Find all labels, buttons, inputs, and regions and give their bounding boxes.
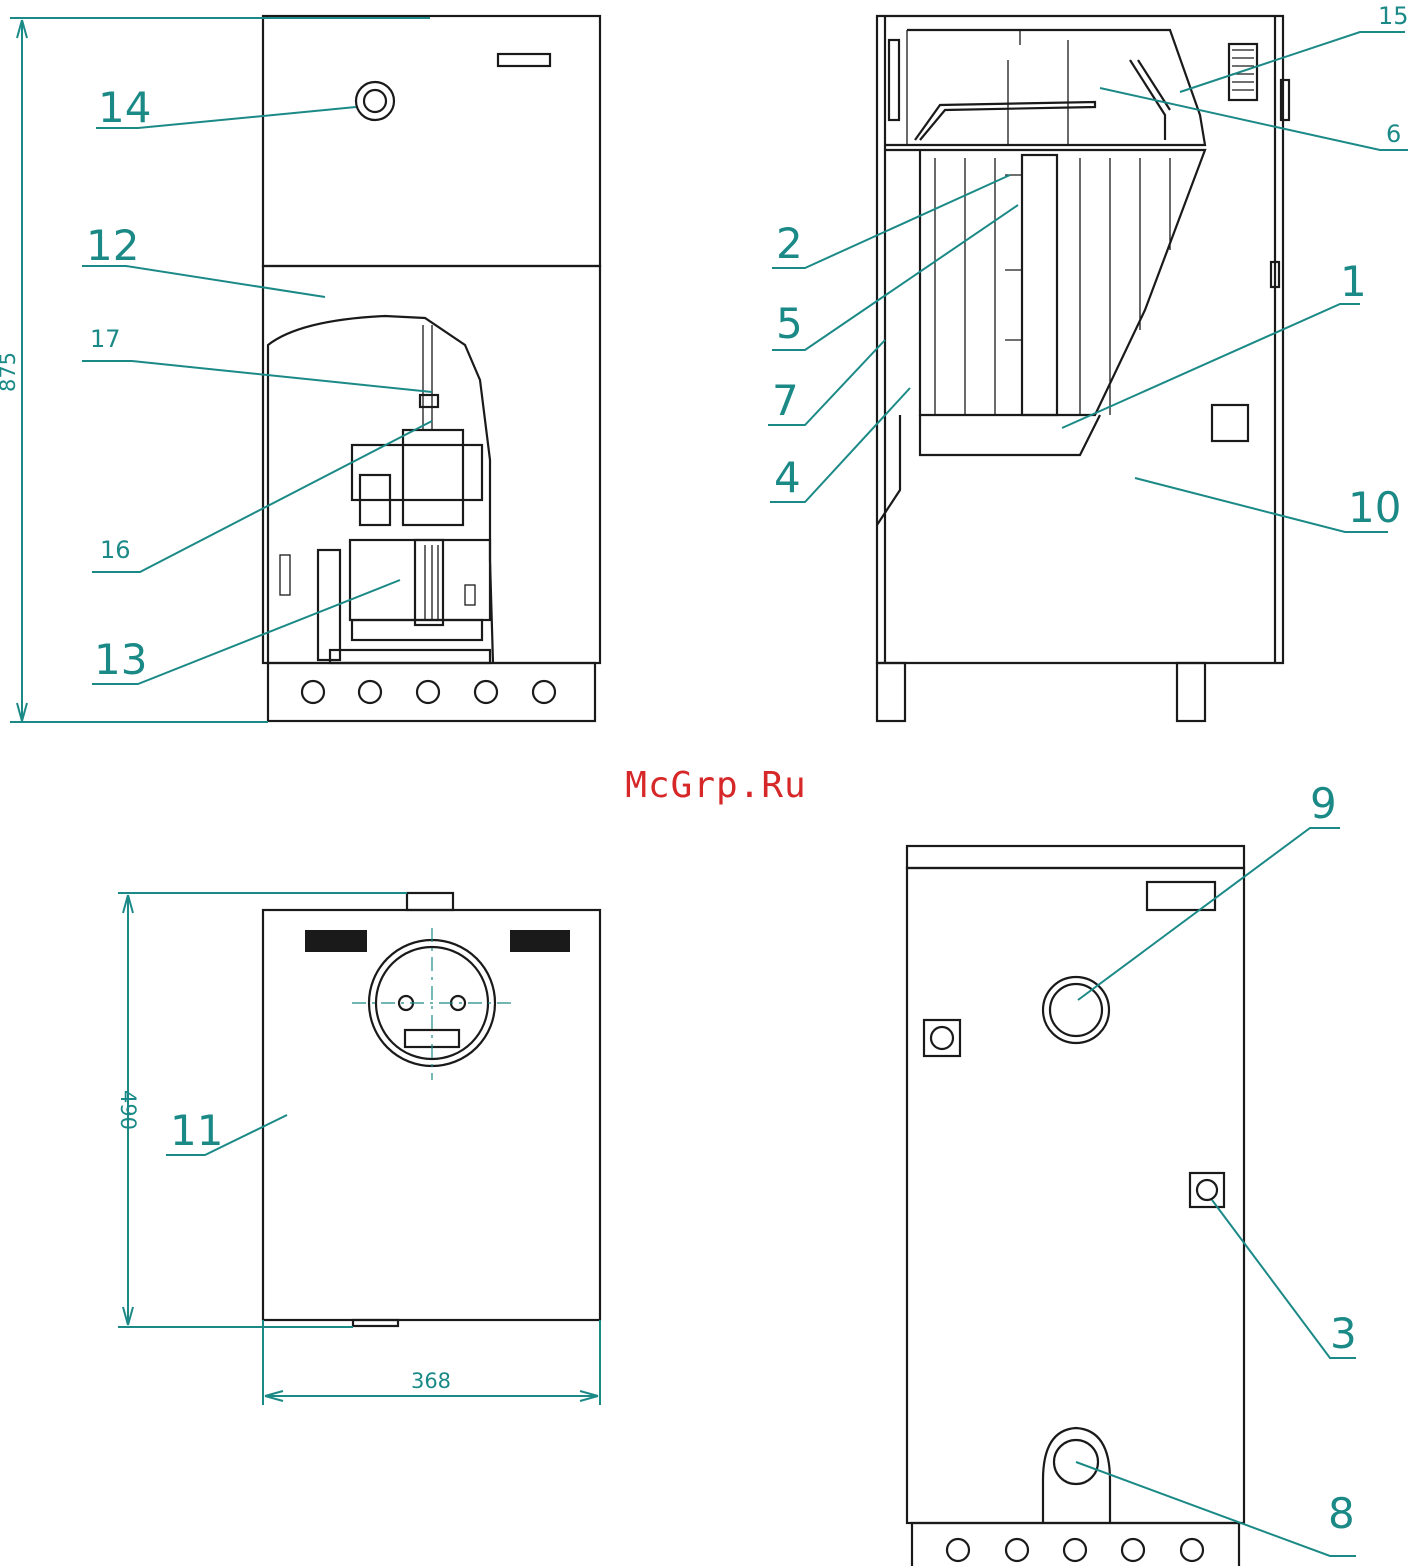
svg-text:7: 7 bbox=[772, 376, 799, 425]
svg-text:11: 11 bbox=[170, 1106, 223, 1155]
callout-11: 11 bbox=[166, 1106, 288, 1156]
callout-13: 13 bbox=[92, 579, 401, 685]
svg-text:10: 10 bbox=[1348, 483, 1401, 532]
callout-9: 9 bbox=[1077, 779, 1340, 1001]
svg-text:14: 14 bbox=[98, 83, 151, 132]
flue-outlet bbox=[352, 928, 512, 1080]
callout-8: 8 bbox=[1075, 1461, 1356, 1557]
height-dimension-label: 875 bbox=[0, 352, 20, 392]
svg-text:15: 15 bbox=[1378, 2, 1409, 30]
height-dimension: 875 bbox=[0, 17, 430, 723]
rear-base-plinth bbox=[910, 1521, 1241, 1566]
callout-16: 16 bbox=[92, 420, 433, 573]
callout-12: 12 bbox=[82, 221, 326, 298]
callout-1: 1 bbox=[1061, 257, 1367, 429]
drain-fitting bbox=[1188, 1171, 1226, 1209]
gas-valve-assembly bbox=[279, 325, 492, 665]
watermark: McGrp.Ru bbox=[625, 765, 806, 806]
callout-15: 15 bbox=[1179, 2, 1409, 93]
svg-text:3: 3 bbox=[1330, 1309, 1357, 1358]
depth-dimension-label: 490 bbox=[116, 1090, 140, 1130]
width-dimension-label: 368 bbox=[411, 1369, 451, 1393]
svg-text:12: 12 bbox=[86, 221, 139, 270]
front-view: 875 14 12 17 16 13 bbox=[0, 14, 602, 723]
side-fitting bbox=[922, 1018, 962, 1058]
svg-text:9: 9 bbox=[1310, 779, 1337, 828]
flow-pipe bbox=[1041, 975, 1111, 1045]
callout-7: 7 bbox=[768, 339, 886, 426]
top-view: 490 368 11 bbox=[116, 891, 602, 1405]
svg-text:16: 16 bbox=[100, 536, 131, 564]
callout-17: 17 bbox=[82, 325, 433, 393]
callout-10: 10 bbox=[1134, 477, 1401, 533]
callout-14: 14 bbox=[96, 83, 357, 132]
svg-text:17: 17 bbox=[90, 325, 121, 353]
svg-text:4: 4 bbox=[774, 453, 801, 502]
width-dimension: 368 bbox=[262, 1320, 601, 1405]
callout-2: 2 bbox=[772, 174, 1011, 269]
base-plinth bbox=[266, 661, 597, 723]
thermometer-gauge bbox=[354, 80, 396, 122]
callout-3: 3 bbox=[1211, 1199, 1357, 1359]
svg-text:6: 6 bbox=[1386, 120, 1401, 148]
side-section-view: 15 6 2 5 1 7 4 10 bbox=[768, 2, 1409, 723]
svg-text:8: 8 bbox=[1328, 1489, 1355, 1538]
depth-dimension: 490 bbox=[116, 892, 407, 1328]
rear-view: 9 3 8 bbox=[905, 779, 1357, 1566]
callout-4: 4 bbox=[770, 387, 911, 503]
svg-text:1: 1 bbox=[1340, 257, 1367, 306]
svg-text:2: 2 bbox=[776, 219, 803, 268]
svg-text:13: 13 bbox=[94, 635, 147, 684]
callout-6: 6 bbox=[1099, 87, 1408, 151]
return-pipe bbox=[1041, 1426, 1112, 1523]
callout-5: 5 bbox=[772, 204, 1019, 351]
svg-text:5: 5 bbox=[776, 299, 803, 348]
